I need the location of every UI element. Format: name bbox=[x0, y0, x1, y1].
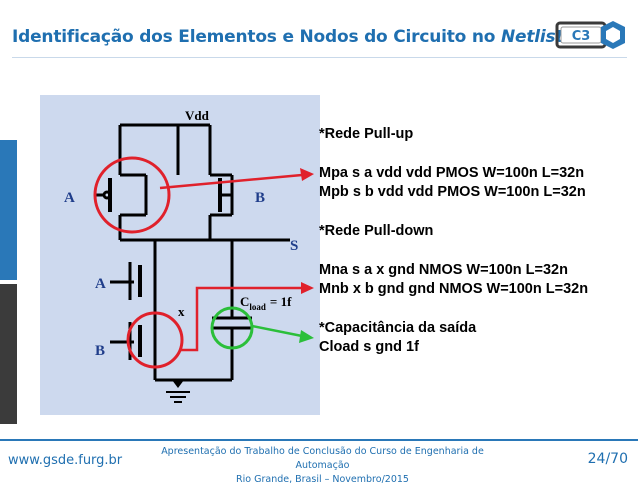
input-a-top-label: A bbox=[64, 190, 75, 206]
capacitor-highlight-ring bbox=[210, 306, 254, 350]
netlist-line: Mpa s a vdd vdd PMOS W=100n L=32n bbox=[319, 164, 585, 181]
netlist-text: *Rede Pull-up​Mpa s a vdd vdd PMOS W=100… bbox=[319, 125, 588, 358]
footer-presentation-info: Apresentação do Trabalho de Conclusão do… bbox=[145, 445, 500, 487]
capacitor-pointer-arrow bbox=[299, 330, 314, 343]
netlist-line: *Rede Pull-down bbox=[319, 223, 434, 240]
pmos-highlight-ring bbox=[93, 156, 171, 234]
nmos-highlight-ring bbox=[126, 311, 184, 369]
c3-logo: C3 bbox=[555, 21, 625, 49]
circuit-background bbox=[40, 95, 320, 415]
netlist-line: ​ bbox=[319, 144, 588, 163]
side-accent-blue bbox=[0, 140, 17, 280]
netlist-line: Cload s gnd 1f bbox=[319, 339, 419, 356]
cload-subscript: load bbox=[249, 302, 266, 312]
cload-main: C bbox=[240, 294, 249, 309]
page-title-main: Identificação dos Elementos e Nodos do C… bbox=[12, 27, 501, 47]
netlist-line: Mna s a x gnd NMOS W=100n L=32n bbox=[319, 261, 568, 278]
node-x-label: x bbox=[178, 304, 185, 319]
netlist-line: *Rede Pull-up bbox=[319, 126, 414, 142]
page-title-emphasis: Netlist bbox=[500, 27, 564, 47]
pullup-pointer-arrow bbox=[300, 168, 314, 181]
netlist-line: ​ bbox=[319, 241, 588, 260]
logo-text: C3 bbox=[572, 29, 591, 44]
pullup-pointer-line bbox=[159, 173, 303, 190]
netlist-line: *Capacitância da saída bbox=[319, 320, 477, 337]
input-a-bottom-label: A bbox=[95, 276, 106, 292]
netlist-line: ​ bbox=[319, 203, 588, 222]
cload-label: Cload = 1f bbox=[240, 294, 292, 312]
footer-url[interactable]: www.gsde.furg.br bbox=[8, 453, 123, 468]
pulldown-pointer-line bbox=[180, 286, 302, 352]
footer-line-1: Apresentação do Trabalho de Conclusão do… bbox=[161, 446, 484, 471]
title-divider bbox=[12, 57, 627, 58]
page-title: Identificação dos Elementos e Nodos do C… bbox=[12, 27, 564, 47]
footer-line-2: Rio Grande, Brasil – Novembro/2015 bbox=[236, 474, 409, 485]
netlist-line: Mpb s b vdd vdd PMOS W=100n L=32n bbox=[319, 184, 586, 201]
input-b-top-label: B bbox=[255, 190, 265, 206]
input-b-bottom-label: B bbox=[95, 343, 105, 359]
pulldown-pointer-arrow bbox=[301, 282, 314, 294]
footer-divider bbox=[0, 439, 638, 441]
netlist-line: Mnb x b gnd gnd NMOS W=100n L=32n bbox=[319, 281, 589, 298]
capacitor-pointer-line bbox=[251, 324, 303, 338]
output-s-label: S bbox=[290, 238, 298, 254]
netlist-line: ​ bbox=[319, 300, 588, 319]
side-accent-gray bbox=[0, 284, 17, 424]
vdd-label: Vdd bbox=[185, 108, 210, 123]
cload-value: = 1f bbox=[270, 294, 292, 309]
page-number: 24/70 bbox=[587, 451, 628, 467]
